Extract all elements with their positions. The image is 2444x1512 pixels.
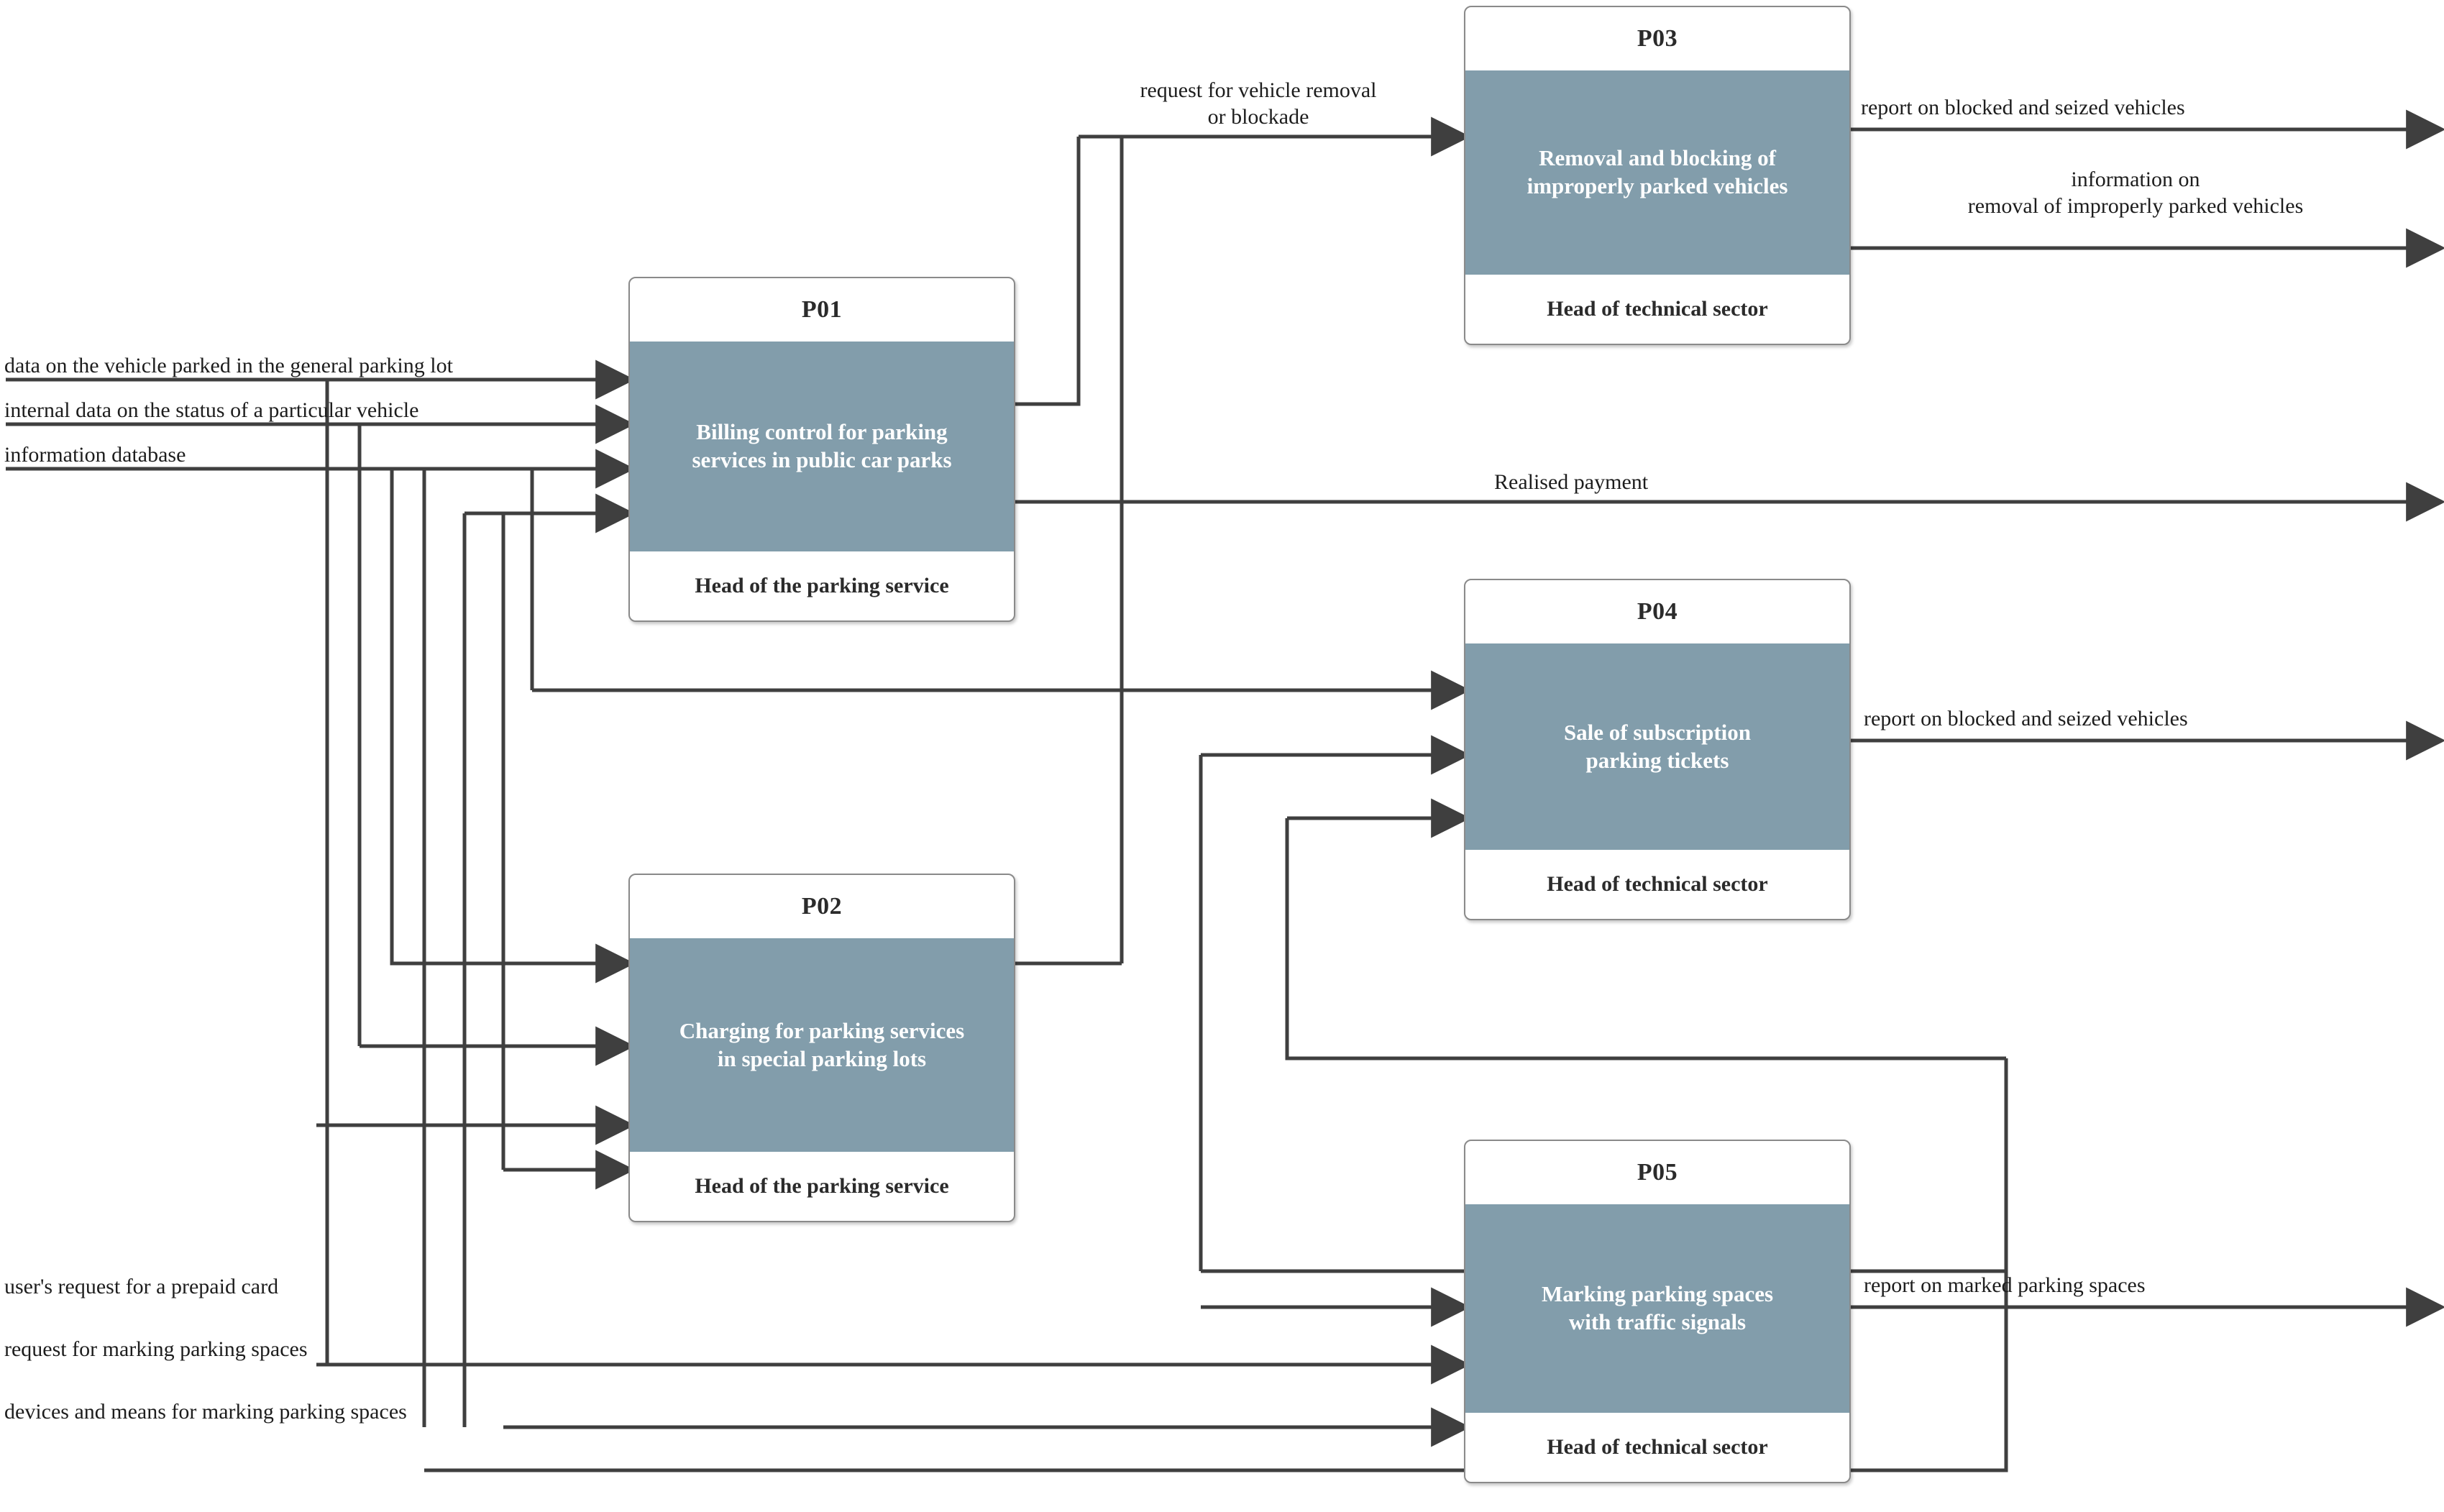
routing-paths: [325, 137, 2008, 1472]
process-title-p01: Billing control for parking services in …: [630, 342, 1014, 551]
input-label-in1: data on the vehicle parked in the genera…: [4, 354, 453, 377]
output-label-o2: information on removal of improperly par…: [1967, 168, 2304, 218]
process-owner-p05: Head of technical sector: [1547, 1435, 1768, 1459]
output-label-o5: report on marked parking spaces: [1864, 1273, 2146, 1297]
output-label-o1: report on blocked and seized vehicles: [1861, 96, 2185, 119]
input-arrows: [6, 116, 1471, 1447]
process-title-p04: Sale of subscription parking tickets: [1465, 643, 1849, 850]
process-box-p04[interactable]: P04 Sale of subscription parking tickets…: [1464, 579, 1851, 920]
process-box-p03[interactable]: P03 Removal and blocking of improperly p…: [1464, 6, 1851, 345]
process-id-p04: P04: [1637, 598, 1678, 625]
process-box-p01[interactable]: P01 Billing control for parking services…: [628, 277, 1015, 622]
input-label-in3: information database: [4, 443, 186, 467]
process-box-p05[interactable]: P05 Marking parking spaces with traffic …: [1464, 1140, 1851, 1483]
process-title-p02: Charging for parking services in special…: [630, 938, 1014, 1152]
output-label-o4: report on blocked and seized vehicles: [1864, 707, 2188, 730]
process-owner-p02: Head of the parking service: [695, 1174, 949, 1198]
process-owner-p03: Head of technical sector: [1547, 297, 1768, 321]
process-box-p02[interactable]: P02 Charging for parking services in spe…: [628, 874, 1015, 1222]
process-title-p05: Marking parking spaces with traffic sign…: [1465, 1204, 1849, 1413]
flow-label-request-removal: request for vehicle removal or blockade: [1140, 78, 1377, 129]
process-id-p02: P02: [801, 893, 843, 920]
output-label-o3: Realised payment: [1494, 470, 1649, 494]
process-id-p01: P01: [801, 296, 843, 323]
input-label-in4: user's request for a prepaid card: [4, 1275, 279, 1298]
process-title-p03: Removal and blocking of improperly parke…: [1465, 70, 1849, 275]
process-owner-p04: Head of technical sector: [1547, 872, 1768, 896]
input-label-in2: internal data on the status of a particu…: [4, 398, 419, 422]
process-owner-p01: Head of the parking service: [695, 574, 949, 597]
input-label-in5: request for marking parking spaces: [4, 1337, 308, 1361]
process-id-p03: P03: [1637, 25, 1678, 52]
input-label-in6: devices and means for marking parking sp…: [4, 1400, 407, 1424]
process-id-p05: P05: [1637, 1159, 1678, 1186]
